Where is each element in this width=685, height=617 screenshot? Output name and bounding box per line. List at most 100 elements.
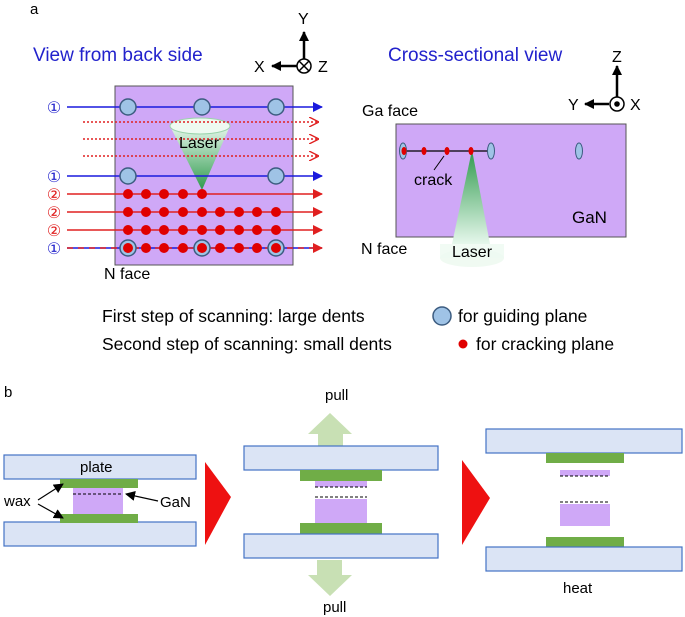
small-dent [215,225,225,235]
heat-label: heat [563,580,593,597]
gan-pointer [125,491,159,502]
small-dent [141,225,151,235]
n-face-back-label: N face [104,266,150,283]
row-marker-1: ① [47,241,61,258]
stage-pull: pull pull [243,387,439,616]
wax-bottom [546,537,624,547]
wax-top [60,479,138,488]
small-dent [444,147,450,155]
small-dent [123,207,133,217]
gan-fragment-top [315,481,367,487]
large-dent [575,142,583,160]
small-dent [178,189,188,199]
legend-large-dent-icon [432,306,452,326]
gan-fragment-bottom [315,499,367,523]
large-dent [487,142,495,160]
small-dent [252,207,262,217]
small-dent [123,189,133,199]
legend-first-suffix: for guiding plane [458,306,587,326]
wax-top [300,470,382,481]
small-dent [159,189,169,199]
gan-cross-section [395,123,627,238]
axis-z-back: Z [318,59,328,76]
row-marker-1: ① [47,169,61,186]
small-dent [234,243,244,253]
stage-heat: heat [485,428,683,597]
legend-first-text: First step of scanning: large dents [102,306,365,326]
pull-bottom-label: pull [323,599,346,616]
crack-label: crack [414,172,453,189]
laser-beam-back [170,126,230,190]
row-marker-1: ① [47,100,61,117]
step-arrow-2 [462,460,490,545]
laser-label-back: Laser [179,135,220,152]
axis-z-cross: Z [612,49,622,66]
wax-bottom [60,514,138,523]
small-dent [271,243,281,253]
small-dent [234,225,244,235]
small-dent [159,207,169,217]
small-dent [123,225,133,235]
laser-label-cross: Laser [452,244,493,261]
axis-y-cross: Y [568,97,579,114]
row-marker-2: ② [47,187,61,204]
small-dent [159,243,169,253]
plate-bottom [3,521,197,547]
wax-label: wax [3,493,31,510]
small-dent [271,207,281,217]
small-dent [141,243,151,253]
pull-top-label: pull [325,387,348,404]
legend-small-dent-icon [458,339,468,349]
legend-second-text: Second step of scanning: small dents [102,334,392,354]
small-dent [123,243,133,253]
wax-pointer-top [37,483,64,501]
small-dent [234,207,244,217]
large-dent [267,167,285,185]
small-dent [252,225,262,235]
small-dent [197,207,207,217]
gan-label-cross: GaN [572,208,607,227]
axes-back: Y X Z [254,11,328,76]
small-dent [178,207,188,217]
legend-second-suffix: for cracking plane [476,334,614,354]
small-dent [141,189,151,199]
small-dent [178,225,188,235]
wax-pointer-bottom [37,503,64,519]
row-markers: ① ① ② ② ② ① [47,100,61,258]
stage-initial: plate wax GaN [3,454,197,547]
large-dent [119,98,137,116]
wax-top [546,453,624,463]
gan-fragment-top [560,470,610,476]
panel-a-label: a [30,1,39,18]
small-dent [178,243,188,253]
wax-bottom [300,523,382,534]
small-dent [141,207,151,217]
pull-down-arrow [308,560,352,596]
plate-top [3,454,197,480]
axis-x-cross: X [630,97,641,114]
plate-label: plate [80,459,113,476]
small-dent [271,225,281,235]
plate-top [243,445,439,471]
crack-pointer [433,155,445,171]
back-view-title: View from back side [33,45,203,66]
axes-cross: Z Y X [568,49,641,114]
small-dent [252,243,262,253]
axis-y-back: Y [298,11,309,28]
legend: First step of scanning: large dents for … [102,306,614,354]
large-dent [267,98,285,116]
gan-sample [73,488,123,514]
plate-bottom [243,533,439,559]
pull-up-arrow [308,413,352,449]
step-arrow-1 [205,462,231,545]
small-dent [215,243,225,253]
small-dent [468,147,474,155]
laser-beam-cross [452,150,490,244]
axis-x-back: X [254,59,265,76]
small-dent [401,147,407,155]
small-dent [197,189,207,199]
small-dent [197,225,207,235]
plate-bottom [485,546,683,572]
large-dent [193,98,211,116]
